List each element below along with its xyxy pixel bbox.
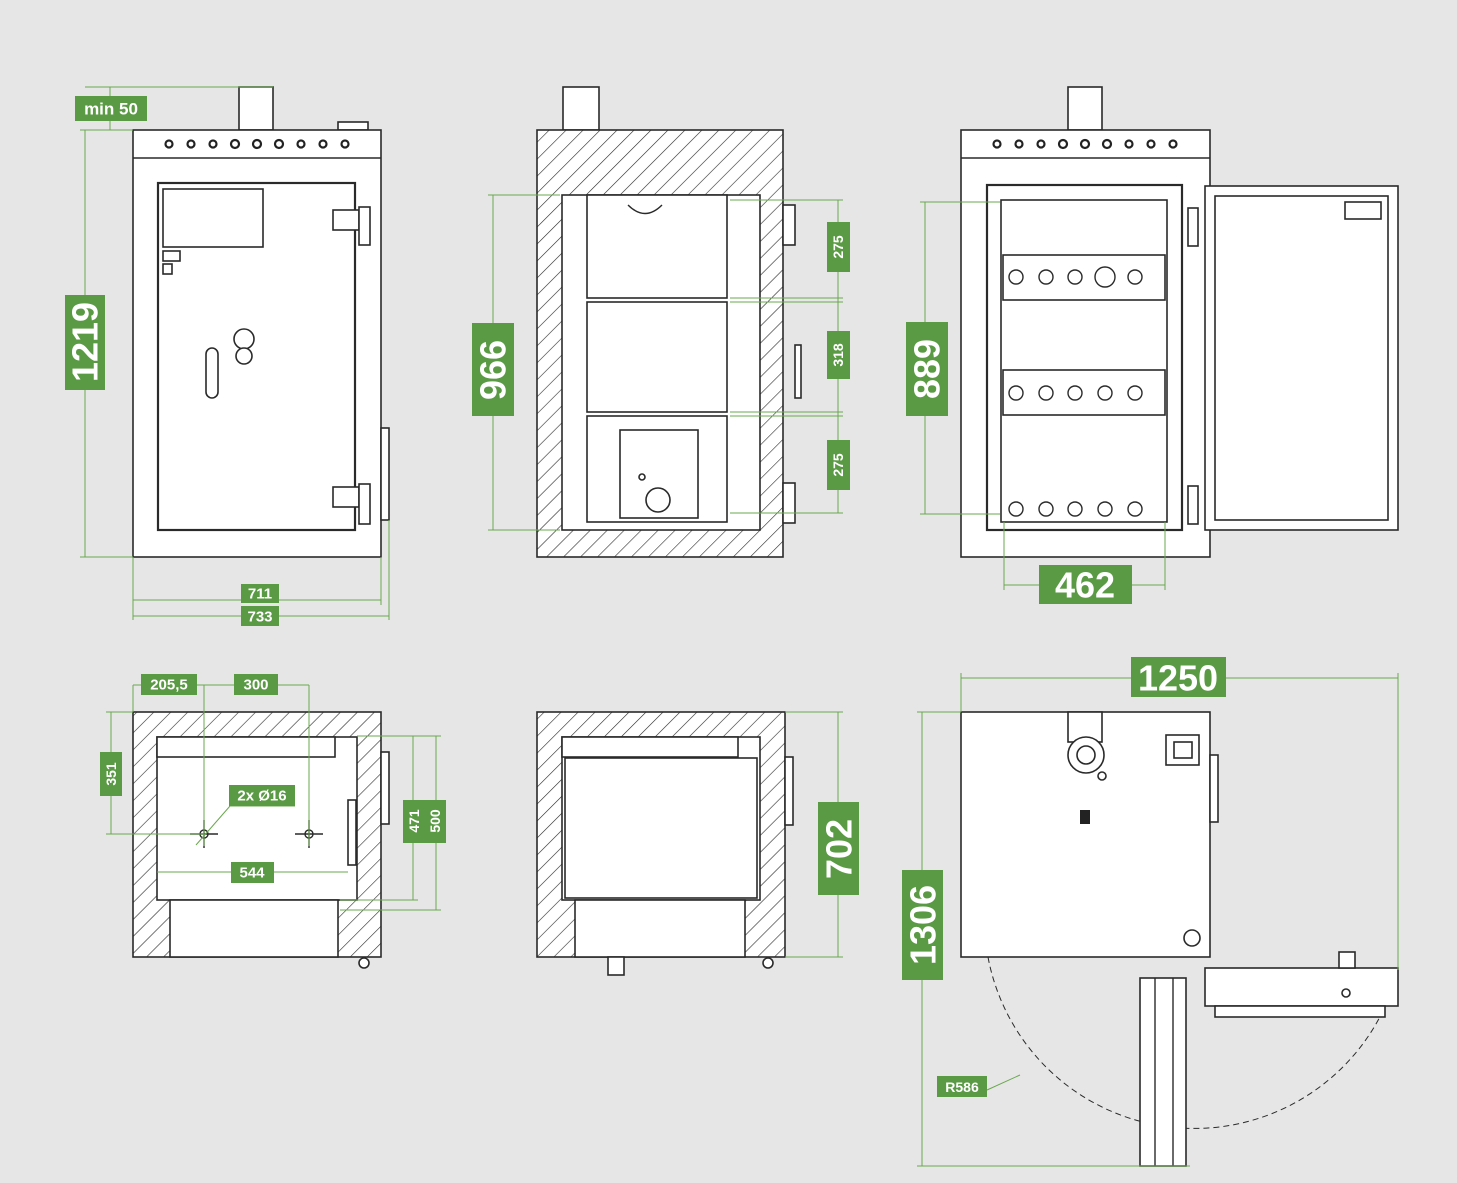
dim-offset-351: 351 bbox=[103, 762, 119, 786]
dim-shelf-275-top: 275 bbox=[830, 235, 846, 259]
top-fitting bbox=[337, 121, 369, 131]
shelf-compartment-2 bbox=[586, 301, 728, 413]
dim-min-50: min 50 bbox=[84, 100, 138, 119]
door-open-plan bbox=[1204, 967, 1399, 1007]
dim-height-966: 966 bbox=[473, 340, 514, 400]
dim-depth-1306: 1306 bbox=[903, 885, 944, 965]
dim-radius-586: R586 bbox=[945, 1079, 979, 1095]
hinge-top bbox=[332, 209, 360, 231]
door-swing-arc bbox=[987, 956, 1399, 1129]
door-label bbox=[1344, 201, 1382, 220]
dim-depth-471: 471 bbox=[406, 809, 422, 833]
fan-icon bbox=[645, 487, 671, 513]
dim-height-889: 889 bbox=[907, 339, 948, 399]
horizontal-section-view: 205,5 300 351 2x Ø16 544 471 500 bbox=[100, 674, 446, 969]
dim-width-544: 544 bbox=[239, 865, 265, 882]
dim-width-1250: 1250 bbox=[1138, 658, 1218, 699]
shelf-1 bbox=[1002, 254, 1166, 301]
dim-anchor-holes: 2x Ø16 bbox=[237, 788, 286, 805]
open-front-view: 889 462 bbox=[906, 86, 1399, 606]
handle bbox=[205, 347, 219, 399]
anchor-holes-row bbox=[164, 138, 350, 150]
plan-view: 1250 1306 R586 bbox=[902, 657, 1399, 1167]
lock-dial bbox=[233, 328, 255, 350]
vent-chimney bbox=[238, 86, 274, 131]
dim-width-711: 711 bbox=[248, 586, 272, 603]
depth-section-view: 702 bbox=[536, 711, 860, 976]
shelf-compartment-1 bbox=[586, 194, 728, 299]
dim-offset-205-5: 205,5 bbox=[150, 677, 188, 694]
vertical-section-view: 966 275 318 275 bbox=[472, 86, 850, 558]
dim-height-1219: 1219 bbox=[65, 302, 106, 382]
dim-depth-500: 500 bbox=[427, 809, 443, 833]
front-view: min 50 1219 711 733 bbox=[65, 86, 390, 626]
dim-hole-spacing-300: 300 bbox=[243, 677, 268, 694]
dim-depth-702: 702 bbox=[819, 819, 860, 879]
dim-shelf-275-bottom: 275 bbox=[830, 453, 846, 477]
dim-width-462: 462 bbox=[1055, 565, 1115, 606]
label-plate bbox=[162, 188, 264, 248]
dim-shelf-318: 318 bbox=[830, 343, 846, 367]
shelf-2 bbox=[1002, 369, 1166, 416]
door-swing-position bbox=[1139, 977, 1187, 1167]
hinge-bottom bbox=[332, 486, 360, 508]
dim-width-733: 733 bbox=[247, 609, 272, 626]
